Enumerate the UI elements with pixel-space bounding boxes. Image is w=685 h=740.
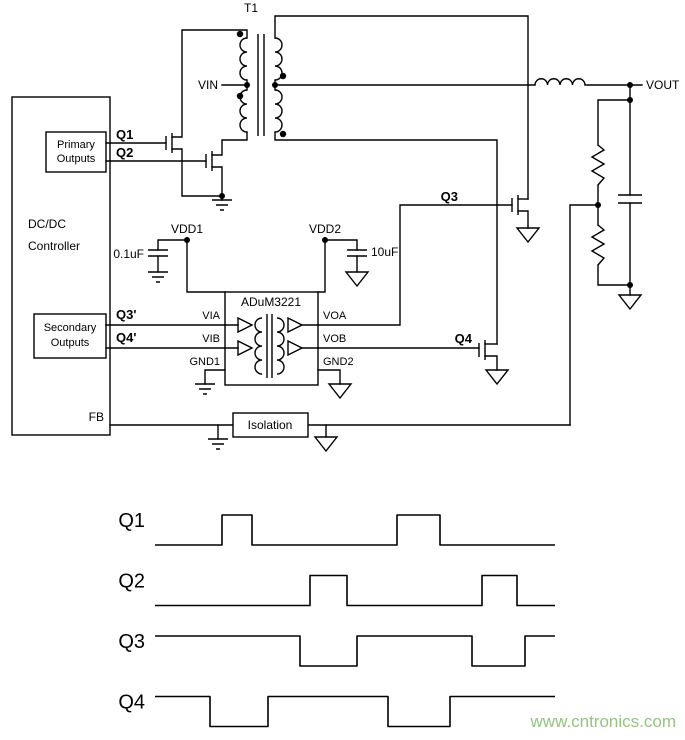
vdd2-cap-value: 10uF xyxy=(371,245,398,259)
feedback-resistor-top xyxy=(590,144,606,186)
waveform-label-q4: Q4 xyxy=(118,692,145,714)
adum3221-isolator: ADuM3221 xyxy=(224,291,319,386)
dcdc-controller-block: DC/DC Controller Primary Outputs Seconda… xyxy=(11,96,111,436)
q2-signal-label: Q2 xyxy=(116,145,133,160)
mosfet-q2 xyxy=(105,131,248,201)
output-inductor xyxy=(534,78,586,86)
waveform-label-q2: Q2 xyxy=(118,571,145,593)
output-capacitor xyxy=(618,194,642,204)
watermark: www.cntronics.com xyxy=(530,712,676,731)
isolator-coil-left xyxy=(254,317,263,375)
vdd1-capacitor xyxy=(148,249,168,257)
mosfet-q4 xyxy=(478,340,510,386)
buffer-vob xyxy=(287,339,304,357)
isolator-core xyxy=(266,314,273,378)
polarity-dot xyxy=(279,72,287,80)
isolator-coil-right xyxy=(276,317,285,375)
primary-outputs-box xyxy=(45,131,107,173)
mosfet-q3 xyxy=(511,195,541,244)
secondary-top-rail xyxy=(274,15,529,200)
waveform-label-q1: Q1 xyxy=(118,510,145,532)
transformer-core xyxy=(257,34,265,136)
vdd1-label: VDD1 xyxy=(171,222,203,236)
vdd1-supply: VDD1 0.1uF xyxy=(113,222,226,293)
junction-dots xyxy=(184,82,633,288)
q4-prime-label: Q4' xyxy=(116,330,136,345)
vdd2-label: VDD2 xyxy=(309,222,341,236)
ground-triangle-q3 xyxy=(515,227,541,244)
gnd1-pin-label: GND1 xyxy=(189,356,220,368)
feedback-resistor-bottom xyxy=(590,224,606,266)
controller-name-line2: Controller xyxy=(28,239,80,253)
primary-winding-upper xyxy=(239,37,248,81)
isolator-name: ADuM3221 xyxy=(241,295,301,309)
ground-bars-fb-left xyxy=(208,438,228,450)
secondary-outputs-line1: Secondary xyxy=(44,322,97,334)
buffer-voa xyxy=(287,316,304,334)
secondary-outputs-box xyxy=(33,313,107,359)
primary-outputs-line1: Primary xyxy=(57,139,95,151)
ground-triangle-gnd2 xyxy=(327,383,353,400)
controller-name-line1: DC/DC xyxy=(28,217,66,231)
transformer-t1: T1 xyxy=(236,1,287,138)
primary-outputs-line2: Outputs xyxy=(57,153,96,165)
vdd2-capacitor xyxy=(347,249,367,257)
output-network: VOUT xyxy=(274,78,680,426)
secondary-winding-lower xyxy=(274,89,283,133)
vib-pin-label: VIB xyxy=(202,333,220,345)
waveform-trace-q1 xyxy=(155,514,555,546)
waveform-trace-q2 xyxy=(155,574,555,607)
waveform-trace-q4 xyxy=(155,695,555,728)
vin-label: VIN xyxy=(198,78,218,92)
isolator-pins: Q3' VIA Q4' VIB GND1 VOA VOB GND2 xyxy=(105,204,513,400)
vdd1-cap-value: 0.1uF xyxy=(113,247,144,261)
q3-prime-label: Q3' xyxy=(116,307,136,322)
ground-triangle-vdd2 xyxy=(344,271,370,288)
vdd2-supply: VDD2 10uF xyxy=(309,222,398,293)
mosfet-q1 xyxy=(105,29,248,197)
vin-input: VIN xyxy=(198,78,248,92)
transformer-label: T1 xyxy=(244,1,258,15)
waveform-trace-q3 xyxy=(155,635,555,667)
isolation-box xyxy=(232,412,309,438)
ground-triangle-output xyxy=(617,294,643,311)
polarity-dot xyxy=(279,130,287,138)
secondary-bottom-rail xyxy=(274,131,498,345)
ground-bars-gnd1 xyxy=(195,383,215,395)
ground-triangle-fb-right xyxy=(313,436,339,453)
secondary-outputs-line2: Outputs xyxy=(51,337,90,349)
q1-signal-label: Q1 xyxy=(116,127,133,142)
ground-bars-vdd1 xyxy=(148,271,168,283)
vout-label: VOUT xyxy=(646,78,680,92)
ground-triangle-q4 xyxy=(484,369,510,386)
gnd2-pin-label: GND2 xyxy=(323,356,354,368)
q4-mosfet-label: Q4 xyxy=(455,331,473,346)
polarity-dot xyxy=(236,30,244,38)
isolation-label: Isolation xyxy=(248,418,293,432)
waveform-label-q3: Q3 xyxy=(118,631,145,653)
via-pin-label: VIA xyxy=(202,310,220,322)
feedback-path: Isolation xyxy=(109,412,571,453)
primary-ground xyxy=(212,199,232,211)
voa-pin-label: VOA xyxy=(323,310,347,322)
fb-pin-label: FB xyxy=(89,410,104,424)
q3-mosfet-label: Q3 xyxy=(441,189,458,204)
vob-pin-label: VOB xyxy=(323,333,346,345)
polarity-dot xyxy=(236,92,244,100)
